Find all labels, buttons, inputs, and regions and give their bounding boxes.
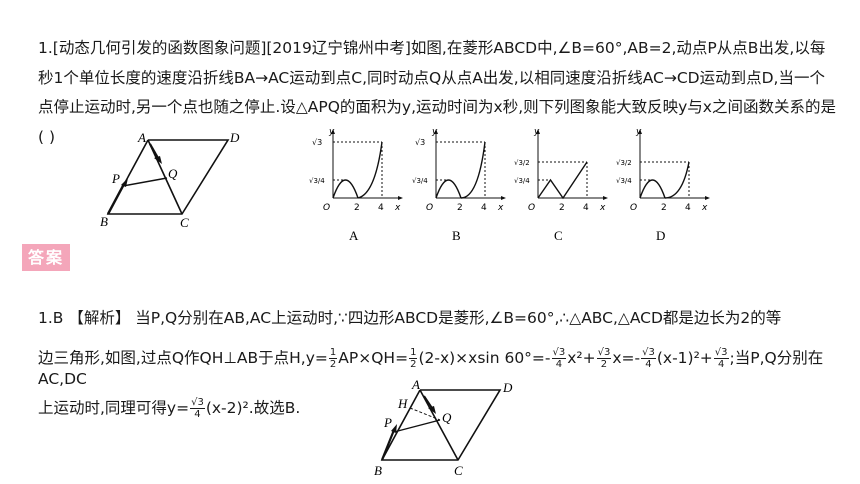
x-axis-label: x — [701, 203, 708, 213]
x-tick-2: 2 — [661, 203, 667, 213]
x-tick-2: 2 — [457, 203, 463, 213]
fraction-num: √3 — [596, 347, 612, 359]
label-C: C — [180, 215, 189, 230]
y-axis-label: y — [533, 127, 540, 137]
graph-option-a: y √3 √3/4 O 2 4 x A — [309, 127, 403, 243]
label-D: D — [229, 130, 240, 145]
y-axis-label: y — [635, 127, 642, 137]
answer-text: x²+ — [567, 349, 596, 367]
y-tick-low: √3/4 — [616, 177, 632, 185]
answer-text: 上运动时,同理可得y= — [38, 399, 190, 417]
y-axis-label: y — [431, 127, 438, 137]
x-tick-4: 4 — [481, 203, 487, 213]
answer-text: x=- — [612, 349, 641, 367]
fraction-den: 2 — [329, 359, 337, 370]
fraction-den: 4 — [717, 359, 725, 370]
origin-label: O — [528, 203, 535, 213]
x-tick-4: 4 — [685, 203, 691, 213]
label-P: P — [383, 415, 392, 430]
fraction-den: 4 — [194, 409, 201, 420]
graph-caption-b: B — [452, 228, 461, 243]
answer-text: (x-2)².故选B. — [205, 399, 301, 417]
label-A: A — [137, 130, 146, 145]
x-tick-4: 4 — [583, 203, 589, 213]
fraction-num: √3 — [190, 397, 205, 409]
y-tick-low: √3/4 — [309, 177, 325, 185]
solution-rhombus-figure: A D B C P Q H — [374, 378, 513, 478]
origin-label: O — [426, 203, 433, 213]
fraction-num: 1 — [409, 347, 418, 359]
x-axis-label: x — [394, 203, 401, 213]
x-tick-4: 4 — [378, 203, 384, 213]
fraction-num: √3 — [713, 347, 729, 359]
answer-text: 边三角形,如图,过点Q作QH⊥AB于点H,y= — [38, 349, 328, 367]
answer-text: (x-1)²+ — [656, 349, 713, 367]
fraction-den: 2 — [410, 359, 417, 370]
answer-badge[interactable]: 答案 — [22, 244, 70, 271]
y-axis-label: y — [328, 127, 335, 137]
label-C: C — [454, 463, 463, 478]
fraction-den: 4 — [645, 359, 652, 370]
label-A: A — [411, 378, 420, 392]
fraction-num: 1 — [328, 347, 338, 359]
y-tick-top: √3/2 — [514, 159, 530, 167]
origin-label: O — [630, 203, 637, 213]
answer-line-1: 1.B 【解析】 当P,Q分别在AB,AC上运动时,∵四边形ABCD是菱形,∠B… — [38, 309, 782, 327]
x-axis-label: x — [497, 203, 504, 213]
answer-text: ;当P,Q分别在AC,DC — [38, 349, 824, 388]
label-B: B — [100, 214, 108, 229]
x-tick-2: 2 — [354, 203, 360, 213]
graph-option-d: y √3/2 √3/4 O 2 4 x D — [616, 127, 710, 243]
label-Q: Q — [442, 410, 452, 425]
origin-label: O — [323, 203, 330, 213]
fraction-den: 2 — [600, 359, 608, 370]
label-D: D — [502, 380, 513, 395]
graph-option-b: y √3 √3/4 O 2 4 x B — [412, 127, 506, 243]
fraction-den: 4 — [555, 359, 563, 370]
label-H: H — [397, 396, 408, 411]
label-P: P — [111, 171, 120, 186]
y-tick-low: √3/4 — [412, 177, 428, 185]
graph-caption-c: C — [554, 228, 563, 243]
x-axis-label: x — [599, 203, 606, 213]
y-tick-top: √3/2 — [616, 159, 632, 167]
answer-text: AP×QH= — [338, 349, 409, 367]
y-tick-top: √3 — [415, 138, 425, 147]
graph-option-c: y √3/2 √3/4 O 2 4 x C — [514, 127, 608, 243]
question-text: 1.[动态几何引发的函数图象问题][2019辽宁锦州中考]如图,在菱形ABCD中… — [38, 39, 836, 146]
graph-caption-a: A — [349, 228, 359, 243]
label-Q: Q — [168, 166, 178, 181]
graph-caption-d: D — [656, 228, 665, 243]
y-tick-top: √3 — [312, 138, 322, 147]
x-tick-2: 2 — [559, 203, 565, 213]
y-tick-low: √3/4 — [514, 177, 530, 185]
fraction-num: √3 — [551, 347, 567, 359]
rhombus-figure: A D B C P Q — [100, 130, 240, 230]
answer-text: (2-x)×xsin 60°=- — [418, 349, 551, 367]
label-B: B — [374, 463, 382, 478]
fraction-num: √3 — [641, 347, 656, 359]
